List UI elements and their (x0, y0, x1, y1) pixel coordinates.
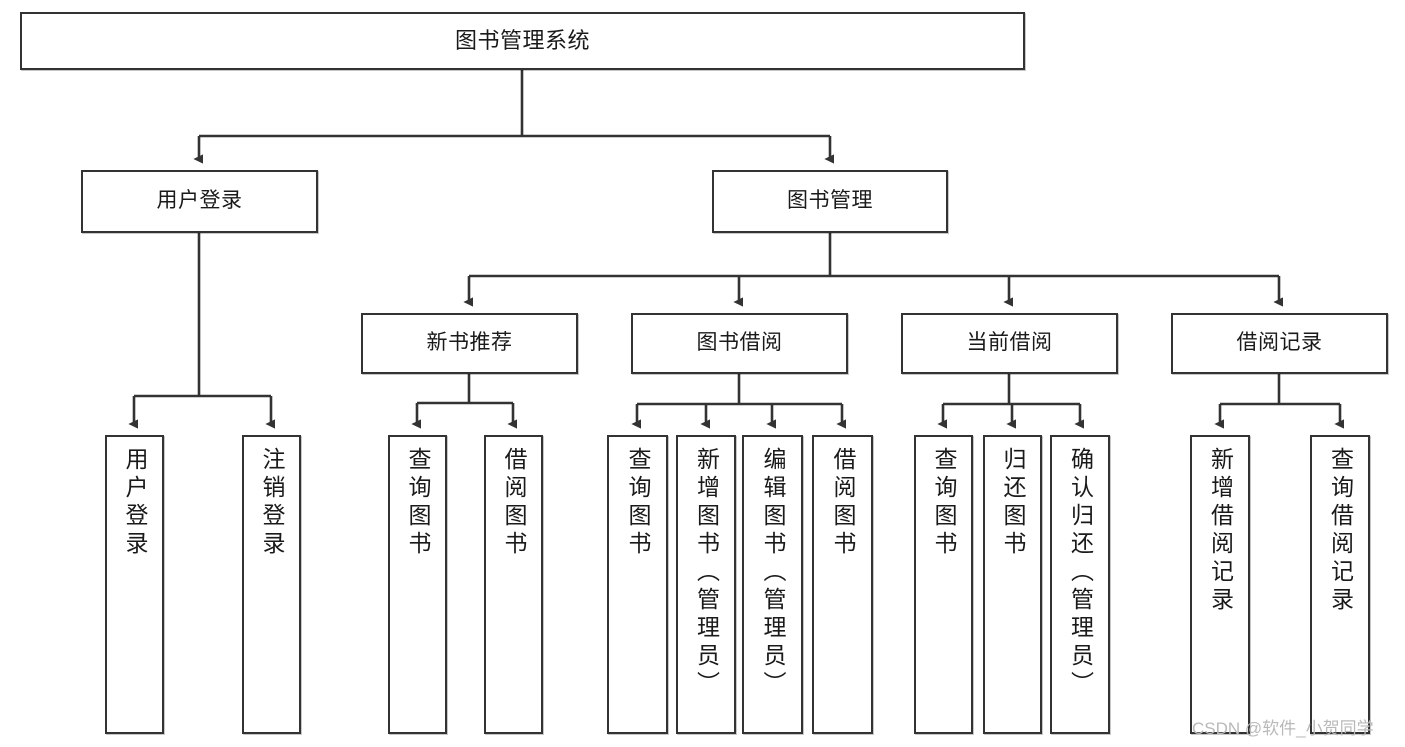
node-label: 编辑图书（管理员） (760, 447, 786, 699)
node-leaf-confirm-return-admin[interactable]: 确认归还（管理员） (1050, 435, 1110, 734)
node-label: 借阅图书 (830, 447, 856, 559)
node-label: 查询借阅记录 (1327, 447, 1354, 615)
node-label: 图书管理系统 (454, 28, 590, 54)
node-borrow-record[interactable]: 借阅记录 (1171, 313, 1388, 374)
node-label: 新增图书（管理员） (693, 447, 720, 699)
node-leaf-borrow-book-1[interactable]: 借阅图书 (484, 435, 543, 734)
node-leaf-query-book-1[interactable]: 查询图书 (388, 435, 447, 734)
node-leaf-query-book-2[interactable]: 查询图书 (607, 435, 668, 734)
node-user-login[interactable]: 用户登录 (81, 170, 318, 233)
node-label: 查询图书 (931, 447, 957, 559)
node-label: 借阅图书 (501, 447, 527, 559)
node-leaf-user-logout[interactable]: 注销登录 (242, 435, 301, 734)
node-label: 查询图书 (625, 447, 651, 559)
node-book-management[interactable]: 图书管理 (712, 170, 948, 233)
node-label: 新书推荐 (426, 331, 513, 355)
node-label: 图书管理 (787, 189, 873, 213)
node-leaf-edit-book-admin[interactable]: 编辑图书（管理员） (742, 435, 803, 734)
node-leaf-add-book-admin[interactable]: 新增图书（管理员） (676, 435, 736, 734)
node-label: 确认归还（管理员） (1067, 447, 1094, 699)
node-new-book-recommend[interactable]: 新书推荐 (361, 313, 578, 374)
node-label: 查询图书 (405, 447, 431, 559)
node-leaf-query-borrow-record[interactable]: 查询借阅记录 (1310, 435, 1370, 734)
node-label: 新增借阅记录 (1207, 447, 1234, 615)
csdn-watermark: CSDN @软件_小贺同学 (1192, 719, 1374, 738)
node-label: 归还图书 (1000, 447, 1026, 559)
node-root-book-management-system[interactable]: 图书管理系统 (20, 12, 1025, 70)
node-label: 注销登录 (259, 447, 285, 559)
node-book-borrow[interactable]: 图书借阅 (631, 313, 848, 374)
node-leaf-return-book[interactable]: 归还图书 (983, 435, 1042, 734)
node-leaf-borrow-book-2[interactable]: 借阅图书 (812, 435, 873, 734)
node-leaf-add-borrow-record[interactable]: 新增借阅记录 (1190, 435, 1250, 734)
node-label: 用户登录 (122, 447, 148, 559)
node-label: 借阅记录 (1236, 331, 1323, 355)
node-label: 当前借阅 (966, 331, 1053, 355)
node-label: 用户登录 (156, 189, 243, 213)
node-leaf-query-book-3[interactable]: 查询图书 (914, 435, 973, 734)
node-label: 图书借阅 (696, 331, 783, 355)
node-leaf-user-login[interactable]: 用户登录 (105, 435, 164, 734)
node-current-borrow[interactable]: 当前借阅 (901, 313, 1118, 374)
